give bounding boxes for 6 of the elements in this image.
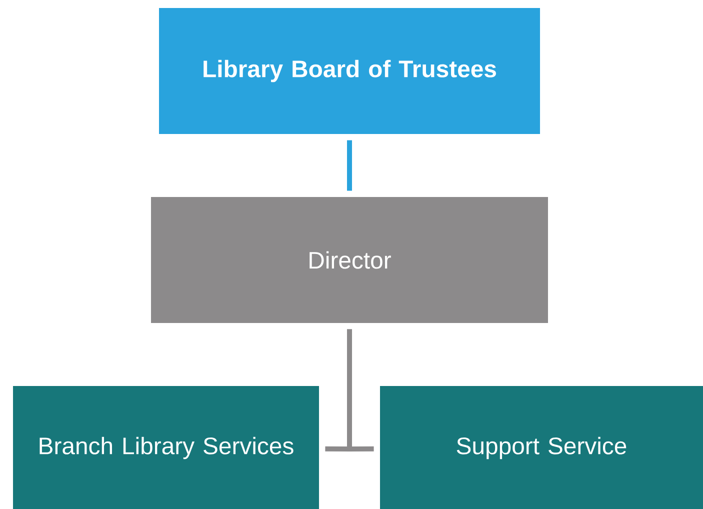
org-box: Branch Library Services bbox=[13, 386, 319, 509]
title-box: Library Board of Trustees bbox=[159, 8, 540, 134]
org-box: Director bbox=[151, 197, 548, 323]
connector-line bbox=[347, 140, 352, 191]
org-box: Support Service bbox=[380, 386, 703, 509]
connector-line bbox=[347, 329, 374, 452]
